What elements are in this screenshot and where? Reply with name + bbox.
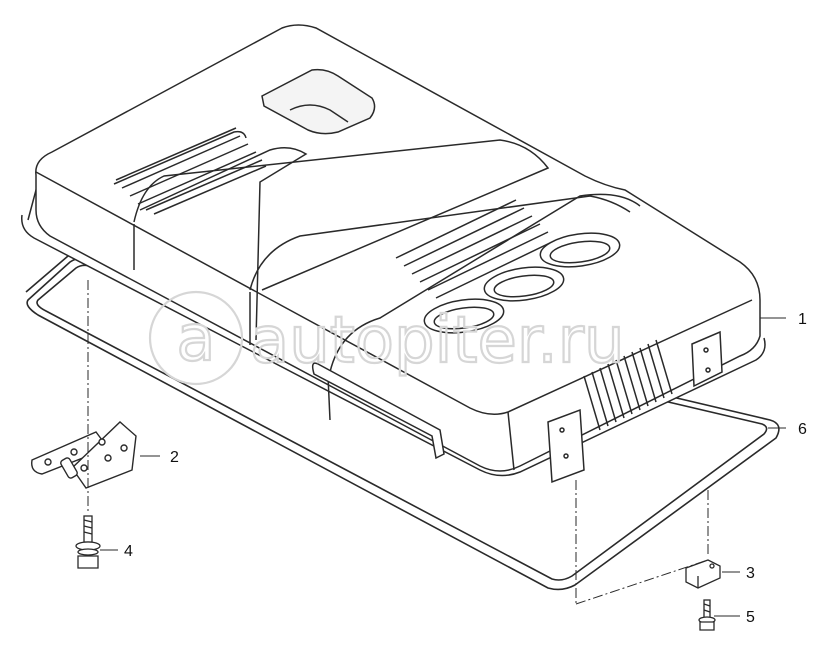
oval-ports: [423, 232, 621, 334]
bolt-with-washers: [75, 515, 101, 569]
watermark-text: autopiter.ru: [250, 304, 625, 378]
hinge: [31, 421, 137, 489]
assembly-lines: [87, 280, 709, 605]
engine-cover: [21, 24, 766, 484]
watermark: a autopiter.ru: [148, 290, 626, 386]
latch-block: [685, 559, 721, 589]
small-bolt: [698, 599, 716, 631]
vent-slots-left: [113, 127, 267, 215]
callout-label-6: 6: [798, 421, 807, 438]
callout-label-1: 1: [798, 311, 807, 328]
callout-label-3: 3: [746, 565, 755, 582]
callout-label-2: 2: [170, 449, 179, 466]
watermark-logo-circle: [148, 290, 244, 386]
callout-label-5: 5: [746, 609, 755, 626]
callouts: [100, 317, 786, 617]
front-grille: [583, 339, 673, 431]
watermark-logo-glyph: a: [176, 302, 215, 376]
callout-label-4: 4: [124, 543, 133, 560]
vent-slots-middle: [395, 199, 557, 299]
